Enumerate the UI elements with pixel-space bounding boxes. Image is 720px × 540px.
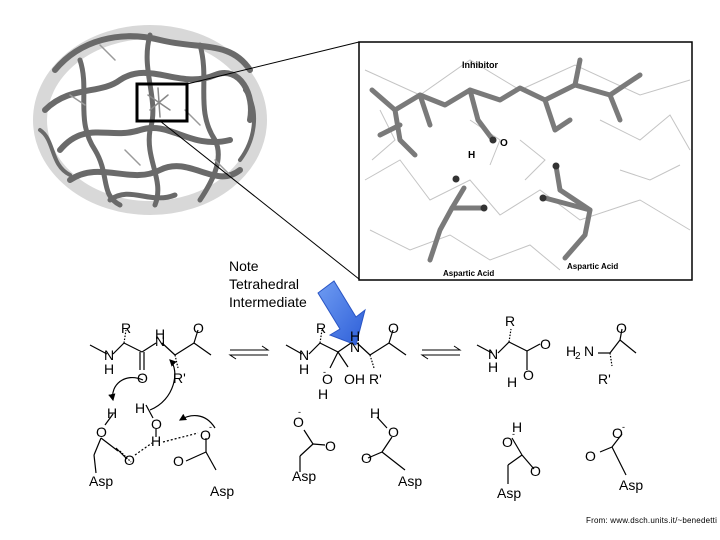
svg-text:H: H bbox=[155, 326, 165, 342]
mechanism-step-1-labels: R N H N H O O R' H O H O H O Asp O O Asp bbox=[89, 320, 234, 499]
protein-structure-image bbox=[33, 25, 267, 215]
aspartic-acid-left-label: Aspartic Acid bbox=[443, 269, 494, 278]
svg-text:H: H bbox=[488, 359, 498, 375]
svg-text:N: N bbox=[104, 347, 114, 363]
svg-text:O: O bbox=[361, 450, 372, 466]
svg-text:R: R bbox=[121, 320, 131, 336]
aspartic-acid-right-label: Aspartic Acid bbox=[567, 262, 618, 271]
svg-text:O: O bbox=[612, 425, 623, 441]
svg-text:Asp: Asp bbox=[497, 485, 521, 501]
svg-text:H: H bbox=[151, 433, 161, 449]
svg-text:Asp: Asp bbox=[398, 473, 422, 489]
svg-text:O: O bbox=[173, 453, 184, 469]
active-site-inset: Inhibitor H O Aspartic Acid Aspartic Aci… bbox=[358, 41, 693, 281]
svg-text:O: O bbox=[137, 370, 148, 386]
svg-text:-: - bbox=[209, 422, 212, 432]
svg-text:OH: OH bbox=[344, 371, 365, 387]
svg-text:H: H bbox=[566, 343, 576, 359]
svg-text:H: H bbox=[370, 405, 380, 421]
svg-text:H: H bbox=[318, 386, 328, 402]
svg-text:H: H bbox=[104, 361, 114, 377]
charge-marks: - - - - - bbox=[209, 367, 625, 439]
svg-text:O: O bbox=[200, 427, 211, 443]
tetrahedral-pointer-arrow bbox=[317, 280, 366, 346]
inhibitor-label: Inhibitor bbox=[462, 60, 498, 70]
svg-text:O: O bbox=[530, 463, 541, 479]
svg-text:Asp: Asp bbox=[89, 473, 113, 489]
svg-text:N: N bbox=[299, 347, 309, 363]
svg-text:O: O bbox=[388, 424, 399, 440]
svg-text:O: O bbox=[124, 452, 135, 468]
svg-text:O: O bbox=[151, 416, 162, 432]
mechanism-step-3 bbox=[476, 328, 637, 484]
svg-text:R': R' bbox=[369, 371, 382, 387]
source-credit: From: www.dsch.units.it/~benedetti bbox=[586, 516, 718, 525]
svg-text:Asp: Asp bbox=[619, 477, 643, 493]
svg-text:O: O bbox=[322, 371, 333, 387]
mechanism-step-2-labels: R N H N H O O OH R' H O O Asp H O O Asp bbox=[292, 320, 422, 489]
svg-text:H: H bbox=[299, 361, 309, 377]
inset-h-label: H bbox=[468, 150, 475, 161]
mechanism-step-1 bbox=[89, 329, 217, 474]
svg-text:H: H bbox=[350, 328, 360, 344]
svg-text:H: H bbox=[135, 400, 145, 416]
svg-text:Asp: Asp bbox=[210, 483, 234, 499]
svg-text:H: H bbox=[512, 419, 522, 435]
svg-text:O: O bbox=[96, 424, 107, 440]
svg-text:O: O bbox=[523, 367, 534, 383]
svg-text:O: O bbox=[193, 320, 204, 336]
svg-text:O: O bbox=[325, 438, 336, 454]
svg-text:R': R' bbox=[598, 371, 611, 387]
svg-text:H: H bbox=[507, 374, 517, 390]
svg-text:N: N bbox=[155, 333, 165, 349]
svg-text:O: O bbox=[293, 414, 304, 430]
mechanism-step-3-labels: R N H O H 2 N O H O R' H O O Asp O O Asp bbox=[488, 313, 643, 501]
svg-text:O: O bbox=[616, 320, 627, 336]
svg-text:R: R bbox=[316, 320, 326, 336]
svg-text:-: - bbox=[512, 429, 515, 439]
active-site-box bbox=[135, 82, 189, 123]
svg-text:N: N bbox=[350, 339, 360, 355]
svg-text:R: R bbox=[505, 313, 515, 329]
svg-text:O: O bbox=[502, 434, 513, 450]
svg-text:-: - bbox=[323, 367, 326, 377]
svg-text:N: N bbox=[584, 343, 594, 359]
svg-text:Asp: Asp bbox=[292, 468, 316, 484]
svg-text:H: H bbox=[107, 405, 117, 421]
svg-text:-: - bbox=[622, 422, 625, 432]
equilibrium-arrow-1 bbox=[228, 345, 270, 360]
tetrahedral-note: Note Tetrahedral Intermediate bbox=[229, 258, 307, 310]
svg-text:N: N bbox=[488, 346, 498, 362]
svg-text:O: O bbox=[540, 336, 551, 352]
svg-text:R': R' bbox=[173, 370, 186, 386]
svg-text:-: - bbox=[298, 407, 301, 417]
svg-text:2: 2 bbox=[575, 351, 581, 362]
svg-text:O: O bbox=[388, 320, 399, 336]
inset-o-label: O bbox=[500, 138, 508, 149]
mechanism-step-2 bbox=[285, 329, 407, 472]
zoom-line-bottom bbox=[159, 120, 360, 280]
svg-text:O: O bbox=[585, 448, 596, 464]
equilibrium-arrow-2 bbox=[420, 345, 462, 360]
zoom-line-top bbox=[186, 41, 360, 85]
